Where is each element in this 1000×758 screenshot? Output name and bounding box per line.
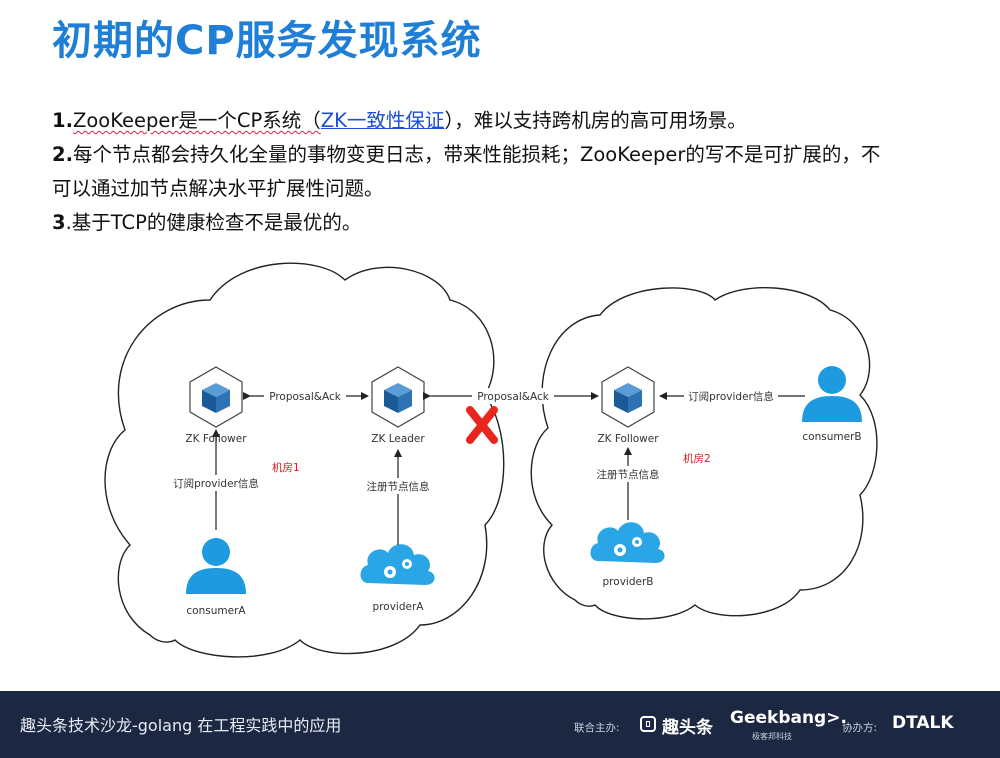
bullet-2-continued: 可以通过加节点解决水平扩展性问题。 xyxy=(52,172,992,206)
provider-a-label: providerA xyxy=(373,601,425,613)
zk-leader-label: ZK Leader xyxy=(371,433,425,445)
dtalk-brand: DTALK xyxy=(892,713,954,733)
consumer-b-label: consumerB xyxy=(802,431,861,443)
qutoutiao-logo-icon xyxy=(640,716,656,732)
bullet-text: 可以通过加节点解决水平扩展性问题。 xyxy=(52,177,384,200)
bullet-text: 每个节点都会持久化全量的事物变更日志，带来性能损耗；ZooKeeper的写不是可… xyxy=(72,143,881,166)
room2-label: 机房2 xyxy=(683,452,711,465)
link-broken-x-icon xyxy=(466,406,498,444)
proposal-ack-label-2: Proposal&Ack xyxy=(477,391,550,403)
consumer-b-icon xyxy=(802,366,862,422)
geekbang-brand: Geekbang>. xyxy=(730,708,847,728)
qutoutiao-brand: 趣头条 xyxy=(662,718,713,738)
zk-leader-icon xyxy=(371,366,425,428)
geekbang-subtitle: 极客邦科技 xyxy=(752,732,792,741)
bullet-text: ZooKeeper是一个CP系统（ xyxy=(72,109,321,132)
bullet-list: 1.ZooKeeper是一个CP系统（ZK一致性保证），难以支持跨机房的高可用场… xyxy=(52,104,992,240)
provider-a-icon xyxy=(360,544,435,585)
provider-b-label: providerB xyxy=(603,576,654,588)
organizer-label: 联合主办: xyxy=(574,722,620,734)
zk-consistency-link[interactable]: ZK一致性保证 xyxy=(320,109,445,132)
talk-title: 趣头条技术沙龙-golang 在工程实践中的应用 xyxy=(20,716,342,735)
bullet-3: 3.基于TCP的健康检查不是最优的。 xyxy=(52,206,992,240)
provider-b-icon xyxy=(590,522,665,563)
consumer-a-label: consumerA xyxy=(186,605,246,617)
subscribe-a-label: 订阅provider信息 xyxy=(173,477,259,490)
bullet-1: 1.ZooKeeper是一个CP系统（ZK一致性保证），难以支持跨机房的高可用场… xyxy=(52,104,992,138)
slide-title: 初期的CP服务发现系统 xyxy=(52,18,482,64)
bullet-number: 2. xyxy=(52,143,73,166)
bullet-text: ），难以支持跨机房的高可用场景。 xyxy=(444,109,747,132)
bullet-number: 1. xyxy=(52,109,73,132)
room1-label: 机房1 xyxy=(272,461,300,474)
proposal-ack-label-1: Proposal&Ack xyxy=(269,391,342,403)
subscribe-b-label: 订阅provider信息 xyxy=(688,390,774,403)
bullet-text: .基于TCP的健康检查不是最优的。 xyxy=(65,211,362,234)
consumer-a-icon xyxy=(186,538,246,594)
bullet-number: 3 xyxy=(52,211,66,234)
architecture-diagram: Proposal&Ack Proposal&Ack 订阅provider信息 订… xyxy=(104,262,878,658)
register-a-label: 注册节点信息 xyxy=(367,480,430,493)
cohost-label: 协办方: xyxy=(842,722,878,734)
zk-follower-a-icon xyxy=(189,366,243,428)
zk-follower-b-icon xyxy=(601,366,655,428)
register-b-label: 注册节点信息 xyxy=(597,468,660,481)
bullet-2: 2.每个节点都会持久化全量的事物变更日志，带来性能损耗；ZooKeeper的写不… xyxy=(52,138,992,172)
zk-follower-b-label: ZK Follower xyxy=(597,433,659,445)
datacenter-cloud-2 xyxy=(530,286,878,620)
zk-follower-a-label: ZK Follower xyxy=(185,433,247,445)
datacenter-cloud-1 xyxy=(104,262,505,658)
footer-bar: 趣头条技术沙龙-golang 在工程实践中的应用 联合主办: 趣头条 Geekb… xyxy=(0,691,1000,758)
